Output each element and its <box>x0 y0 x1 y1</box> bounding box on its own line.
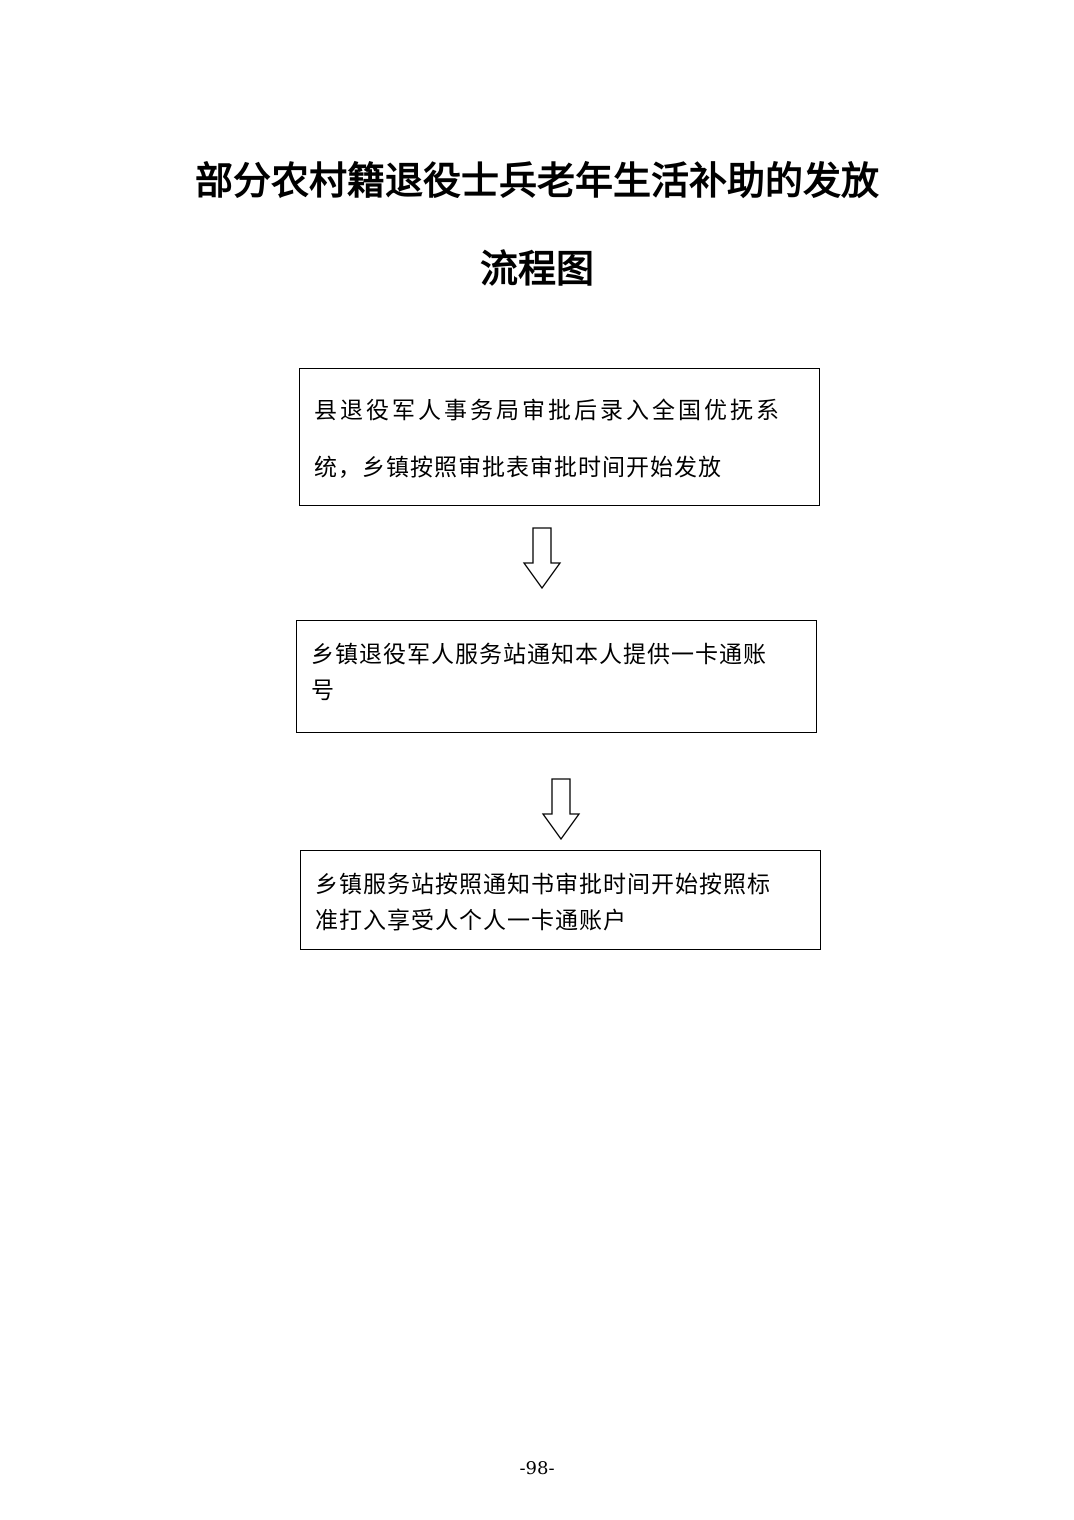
down-arrow-icon <box>522 527 562 590</box>
step-3-line-1: 乡镇服务站按照通知书审批时间开始按照标 <box>315 872 771 898</box>
step-1-line-2: 统，乡镇按照审批表审批时间开始发放 <box>314 455 722 481</box>
title-line-2: 流程图 <box>479 246 594 291</box>
step-1-box: 县退役军人事务局审批后录入全国优抚系 统，乡镇按照审批表审批时间开始发放 <box>299 368 820 506</box>
step-3-line-2: 准打入享受人个人一卡通账户 <box>315 908 627 934</box>
step-1-line-1: 县退役军人事务局审批后录入全国优抚系 <box>314 398 782 424</box>
title-line-1: 部分农村籍退役士兵老年生活补助的发放 <box>194 158 879 203</box>
down-arrow-icon <box>541 778 581 841</box>
step-2-line-1: 乡镇退役军人服务站通知本人提供一卡通账 <box>311 642 767 668</box>
page-number: -98- <box>519 1458 555 1479</box>
step-2-box: 乡镇退役军人服务站通知本人提供一卡通账 号 <box>296 620 817 733</box>
step-3-box: 乡镇服务站按照通知书审批时间开始按照标 准打入享受人个人一卡通账户 <box>300 850 821 950</box>
step-2-line-2: 号 <box>311 678 335 704</box>
